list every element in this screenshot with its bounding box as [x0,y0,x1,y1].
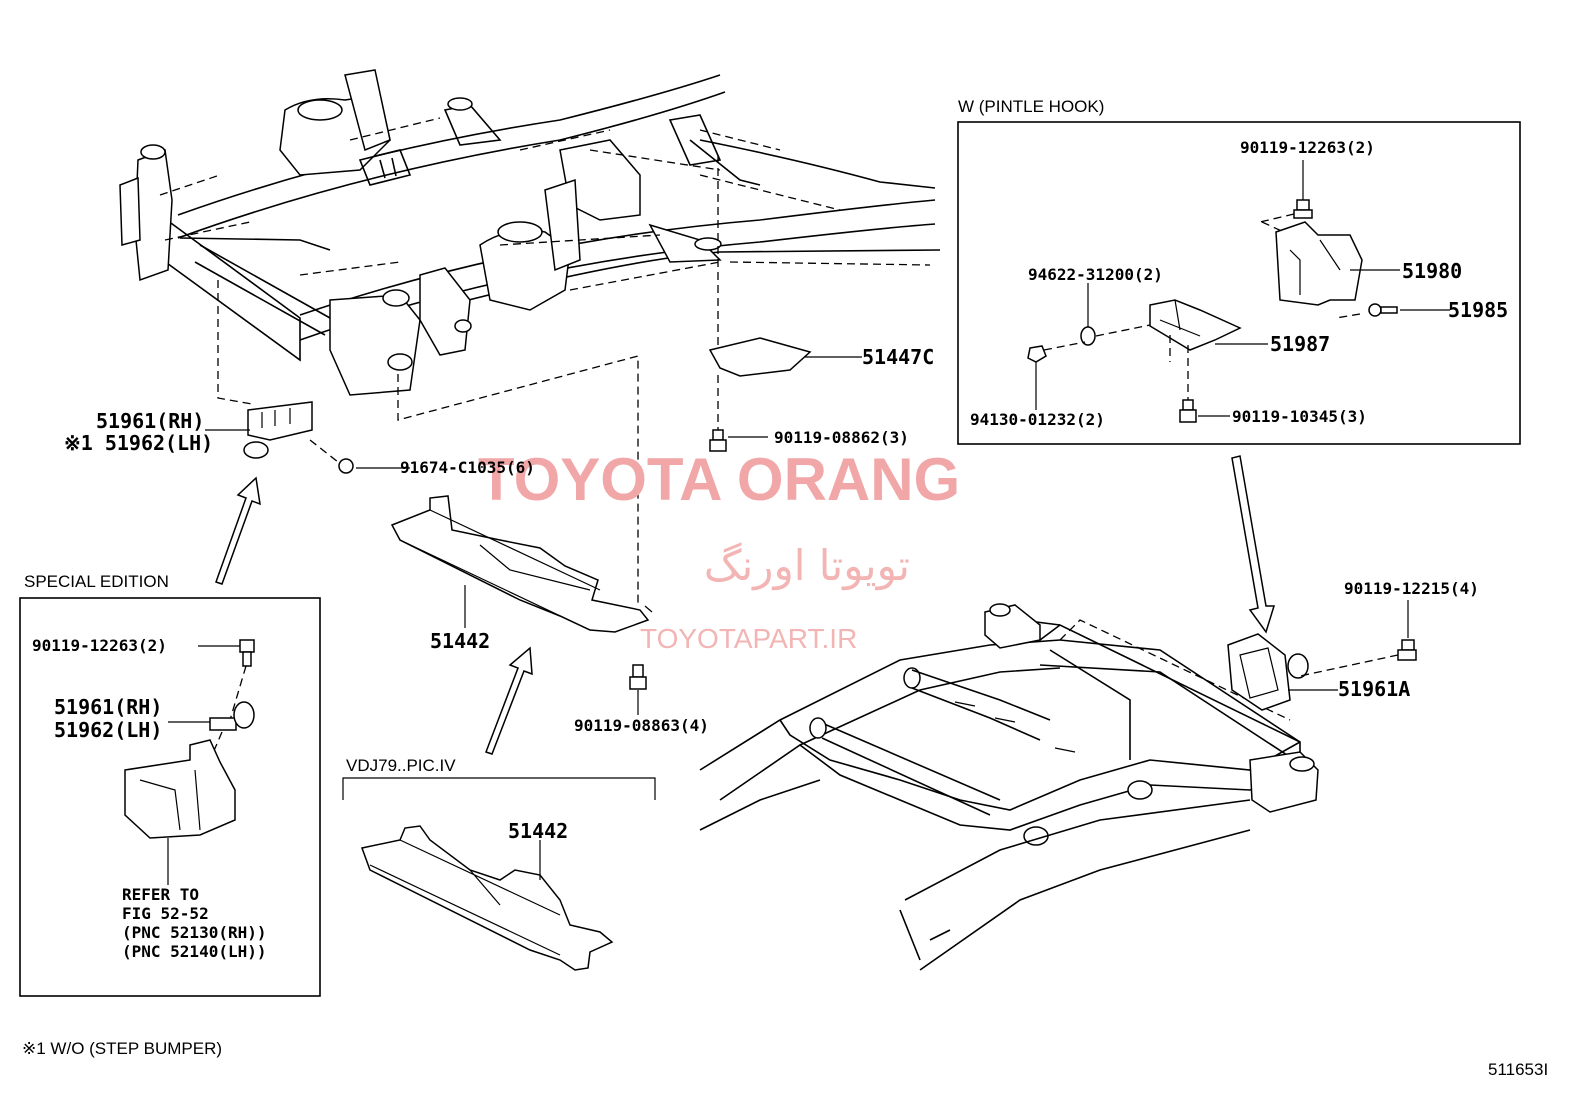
front-frame-drawing [119,69,941,605]
tow-hook-bracket-51961 [243,401,313,459]
arrow-to-bracket [215,476,261,585]
callout-51961-rh: 51961(RH) [96,409,204,433]
pintle-hook-box [957,121,1521,445]
special-edition-caption: SPECIAL EDITION [24,572,169,591]
watermark-site: TOYOTAPART.IR [640,623,857,654]
arrow-to-skid-plate [485,646,533,755]
callout-51442-main: 51442 [430,629,490,653]
vdj79-caption: VDJ79..PIC.IV [346,756,456,775]
tow-hook-51961a [1227,600,1417,711]
refer-line-4: (PNC 52140(LH)) [122,942,267,961]
callout-51985: 51985 [1448,298,1508,322]
callout-90119-08862: 90119-08862(3) [774,428,909,447]
footnote: ※1 W/O (STEP BUMPER) [22,1039,222,1058]
bolt-91674 [309,439,410,474]
callout-51980: 51980 [1402,259,1462,283]
callout-90119-08863: 90119-08863(4) [574,716,709,735]
special-edition-box [19,597,321,997]
arrow-to-rear-frame [1231,455,1276,634]
watermark-brand: TOYOTA ORANG [478,446,960,513]
callout-special-90119-12263: 90119-12263(2) [32,636,167,655]
callout-special-51962-lh: 51962(LH) [54,718,162,742]
callout-51447c: 51447C [862,345,934,369]
refer-line-2: FIG 52-52 [122,904,209,923]
refer-line-1: REFER TO [122,885,199,904]
refer-line-3: (PNC 52130(RH)) [122,923,267,942]
bolt-90119-08863 [629,664,647,715]
skid-plate-51442 [390,495,653,633]
callout-94622-31200: 94622-31200(2) [1028,265,1163,284]
bolt-90119-08862 [709,429,768,452]
callout-pintle-90119-12263: 90119-12263(2) [1240,138,1375,157]
callout-94130-01232: 94130-01232(2) [970,410,1105,429]
vdj79-section [342,777,656,971]
watermark-brand-fa: تویوتا اورنگ [704,541,910,590]
callout-91674-c1035: 91674-C1035(6) [400,458,535,477]
diagram-code: 511653I [1488,1060,1548,1079]
callout-90119-10345: 90119-10345(3) [1232,407,1367,426]
pintle-hook-caption: W (PINTLE HOOK) [958,97,1104,116]
callout-special-51961-rh: 51961(RH) [54,695,162,719]
callout-51962-lh: ※1 51962(LH) [64,431,213,455]
callout-51961a: 51961A [1338,677,1410,701]
callout-51442-vdj79: 51442 [508,819,568,843]
callout-90119-12215: 90119-12215(4) [1344,579,1479,598]
rear-frame-drawing [699,603,1319,971]
callout-51987: 51987 [1270,332,1330,356]
under-cover-51447c [708,337,862,377]
